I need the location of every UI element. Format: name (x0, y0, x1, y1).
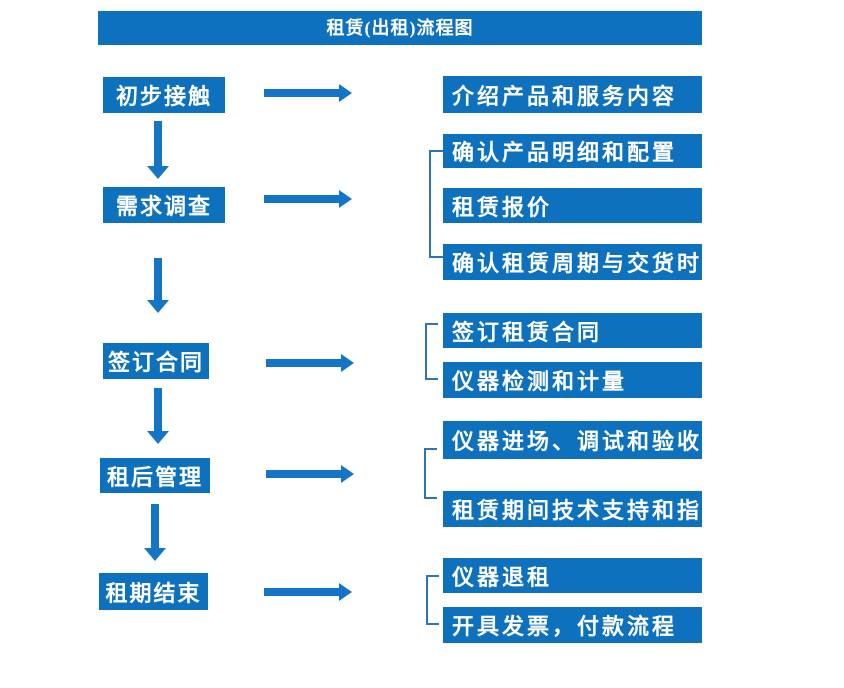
detail-introduce-products-services: 介绍产品和服务内容 (443, 76, 702, 113)
right-arrow-shaft (266, 470, 343, 478)
detail-instrument-testing-measurement: 仪器检测和计量 (443, 362, 702, 398)
down-arrow-1 (147, 121, 169, 179)
down-arrow-shaft (151, 504, 159, 549)
down-arrow-head-icon (147, 166, 169, 179)
right-arrow-shaft (264, 89, 341, 97)
right-arrow-shaft (264, 195, 341, 203)
right-arrow-head-icon (339, 190, 352, 208)
down-arrow-2 (147, 258, 169, 313)
down-arrow-4 (144, 504, 166, 561)
down-arrow-head-icon (147, 431, 169, 444)
right-arrow-3 (266, 354, 354, 372)
bracket-rental-end-group (426, 575, 439, 625)
down-arrow-shaft (154, 258, 162, 301)
right-arrow-5 (264, 583, 352, 601)
right-arrow-2 (264, 190, 352, 208)
right-arrow-head-icon (341, 354, 354, 372)
down-arrow-head-icon (147, 300, 169, 313)
down-arrow-head-icon (144, 548, 166, 561)
detail-confirm-rental-period-delivery: 确认租赁周期与交货时间 (443, 244, 724, 280)
detail-rental-quotation: 租赁报价 (443, 188, 702, 223)
detail-confirm-product-details-config: 确认产品明细和配置 (443, 134, 702, 168)
right-arrow-shaft (266, 359, 343, 367)
stage-demand-survey: 需求调查 (103, 187, 225, 223)
right-arrow-shaft (264, 588, 341, 596)
bracket-sign-contract-group (425, 323, 438, 380)
right-arrow-head-icon (339, 583, 352, 601)
down-arrow-3 (147, 388, 169, 444)
detail-invoice-payment-process: 开具发票，付款流程 (443, 607, 702, 643)
right-arrow-4 (266, 465, 354, 483)
detail-tech-support-guidance: 租赁期间技术支持和指导 (443, 491, 724, 527)
stage-sign-contract: 签订合同 (103, 343, 209, 379)
down-arrow-shaft (154, 121, 162, 167)
down-arrow-shaft (154, 388, 162, 432)
bracket-post-rental-group (424, 448, 437, 499)
right-arrow-1 (264, 84, 352, 102)
stage-initial-contact: 初步接触 (103, 77, 225, 113)
detail-sign-rental-contract: 签订租赁合同 (443, 313, 702, 348)
flowchart-title: 租赁(出租)流程图 (98, 11, 702, 45)
stage-rental-end: 租期结束 (99, 573, 208, 610)
detail-instrument-entry-commissioning: 仪器进场、调试和验收 (443, 421, 702, 459)
right-arrow-head-icon (339, 84, 352, 102)
bracket-demand-survey-group (429, 150, 443, 258)
detail-instrument-return: 仪器退租 (443, 558, 702, 593)
right-arrow-head-icon (341, 465, 354, 483)
stage-post-rental-management: 租后管理 (100, 458, 210, 493)
